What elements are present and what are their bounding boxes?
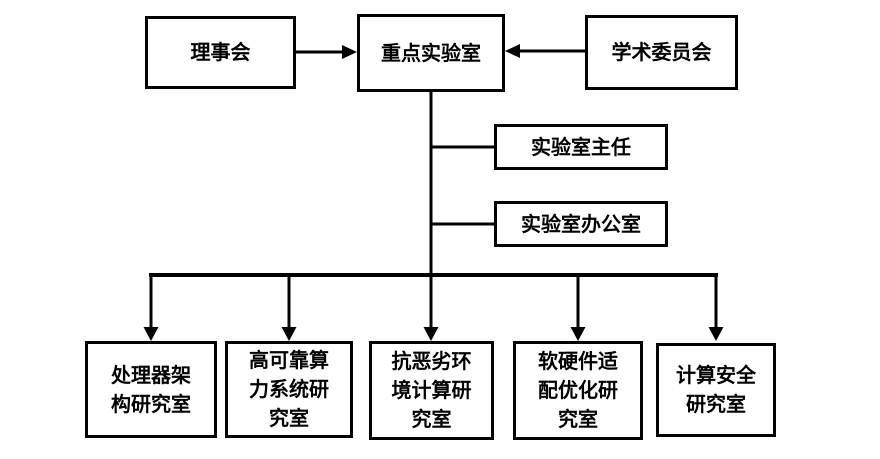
node-academic-committee-label: 学术委员会 [611,40,712,64]
node-dept-computing-security: 计算安全研究室 [656,343,776,437]
node-dept-high-reliability-computing-label: 高可靠算力系统研究室 [249,348,329,430]
arrow-board-to-keylab [296,45,357,59]
drop-arrow-dept2 [281,273,297,341]
drop-arrow-dept4 [570,273,586,341]
node-academic-committee: 学术委员会 [585,15,738,90]
node-dept-computing-security-label: 计算安全研究室 [676,363,756,416]
node-dept-sw-hw-adaptation: 软硬件适配优化研究室 [513,341,643,440]
node-board: 理事会 [145,16,296,89]
node-dept-high-reliability-computing: 高可靠算力系统研究室 [225,341,353,438]
arrow-academic-to-keylab [505,44,585,58]
drop-arrow-dept3 [423,273,439,341]
node-key-lab: 重点实验室 [357,14,505,92]
node-lab-office: 实验室办公室 [494,201,668,247]
node-dept-processor-architecture-label: 处理器架构研究室 [111,362,191,416]
node-lab-office-label: 实验室办公室 [521,211,641,236]
node-lab-director-label: 实验室主任 [531,134,631,159]
node-dept-harsh-environment-computing: 抗恶劣环境计算研究室 [369,341,494,440]
node-key-lab-label: 重点实验室 [381,40,481,65]
node-dept-processor-architecture: 处理器架构研究室 [85,341,217,438]
drop-arrow-dept5 [708,273,724,341]
node-lab-director: 实验室主任 [494,124,668,170]
node-dept-harsh-environment-computing-label: 抗恶劣环境计算研究室 [391,349,472,431]
drop-arrow-dept1 [143,273,159,341]
node-board-label: 理事会 [190,40,251,64]
node-dept-sw-hw-adaptation-label: 软硬件适配优化研究室 [538,349,618,431]
